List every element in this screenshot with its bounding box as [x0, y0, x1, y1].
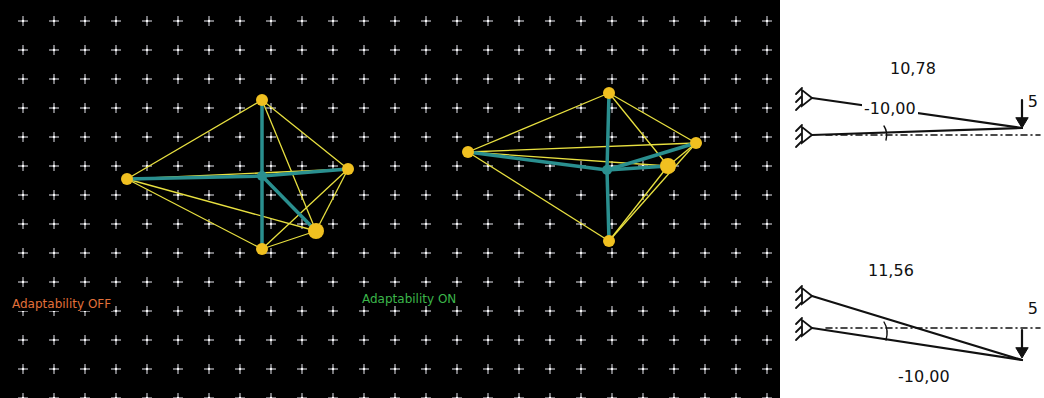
force-value: -10,00	[862, 100, 918, 118]
sketch-bottom	[796, 286, 1040, 360]
load-value: 5	[1026, 93, 1040, 111]
space-background	[0, 0, 780, 398]
sketch-top	[796, 88, 1040, 147]
state-label: Adaptability ON	[360, 292, 458, 306]
structure-on	[462, 87, 702, 247]
force-value: -10,00	[896, 368, 952, 386]
force-value: 11,56	[866, 262, 916, 280]
structure-off	[121, 94, 354, 255]
force-value: 10,78	[888, 60, 938, 78]
star-grid	[0, 0, 780, 398]
load-value: 5	[1026, 300, 1040, 318]
state-label: Adaptability OFF	[10, 297, 113, 311]
